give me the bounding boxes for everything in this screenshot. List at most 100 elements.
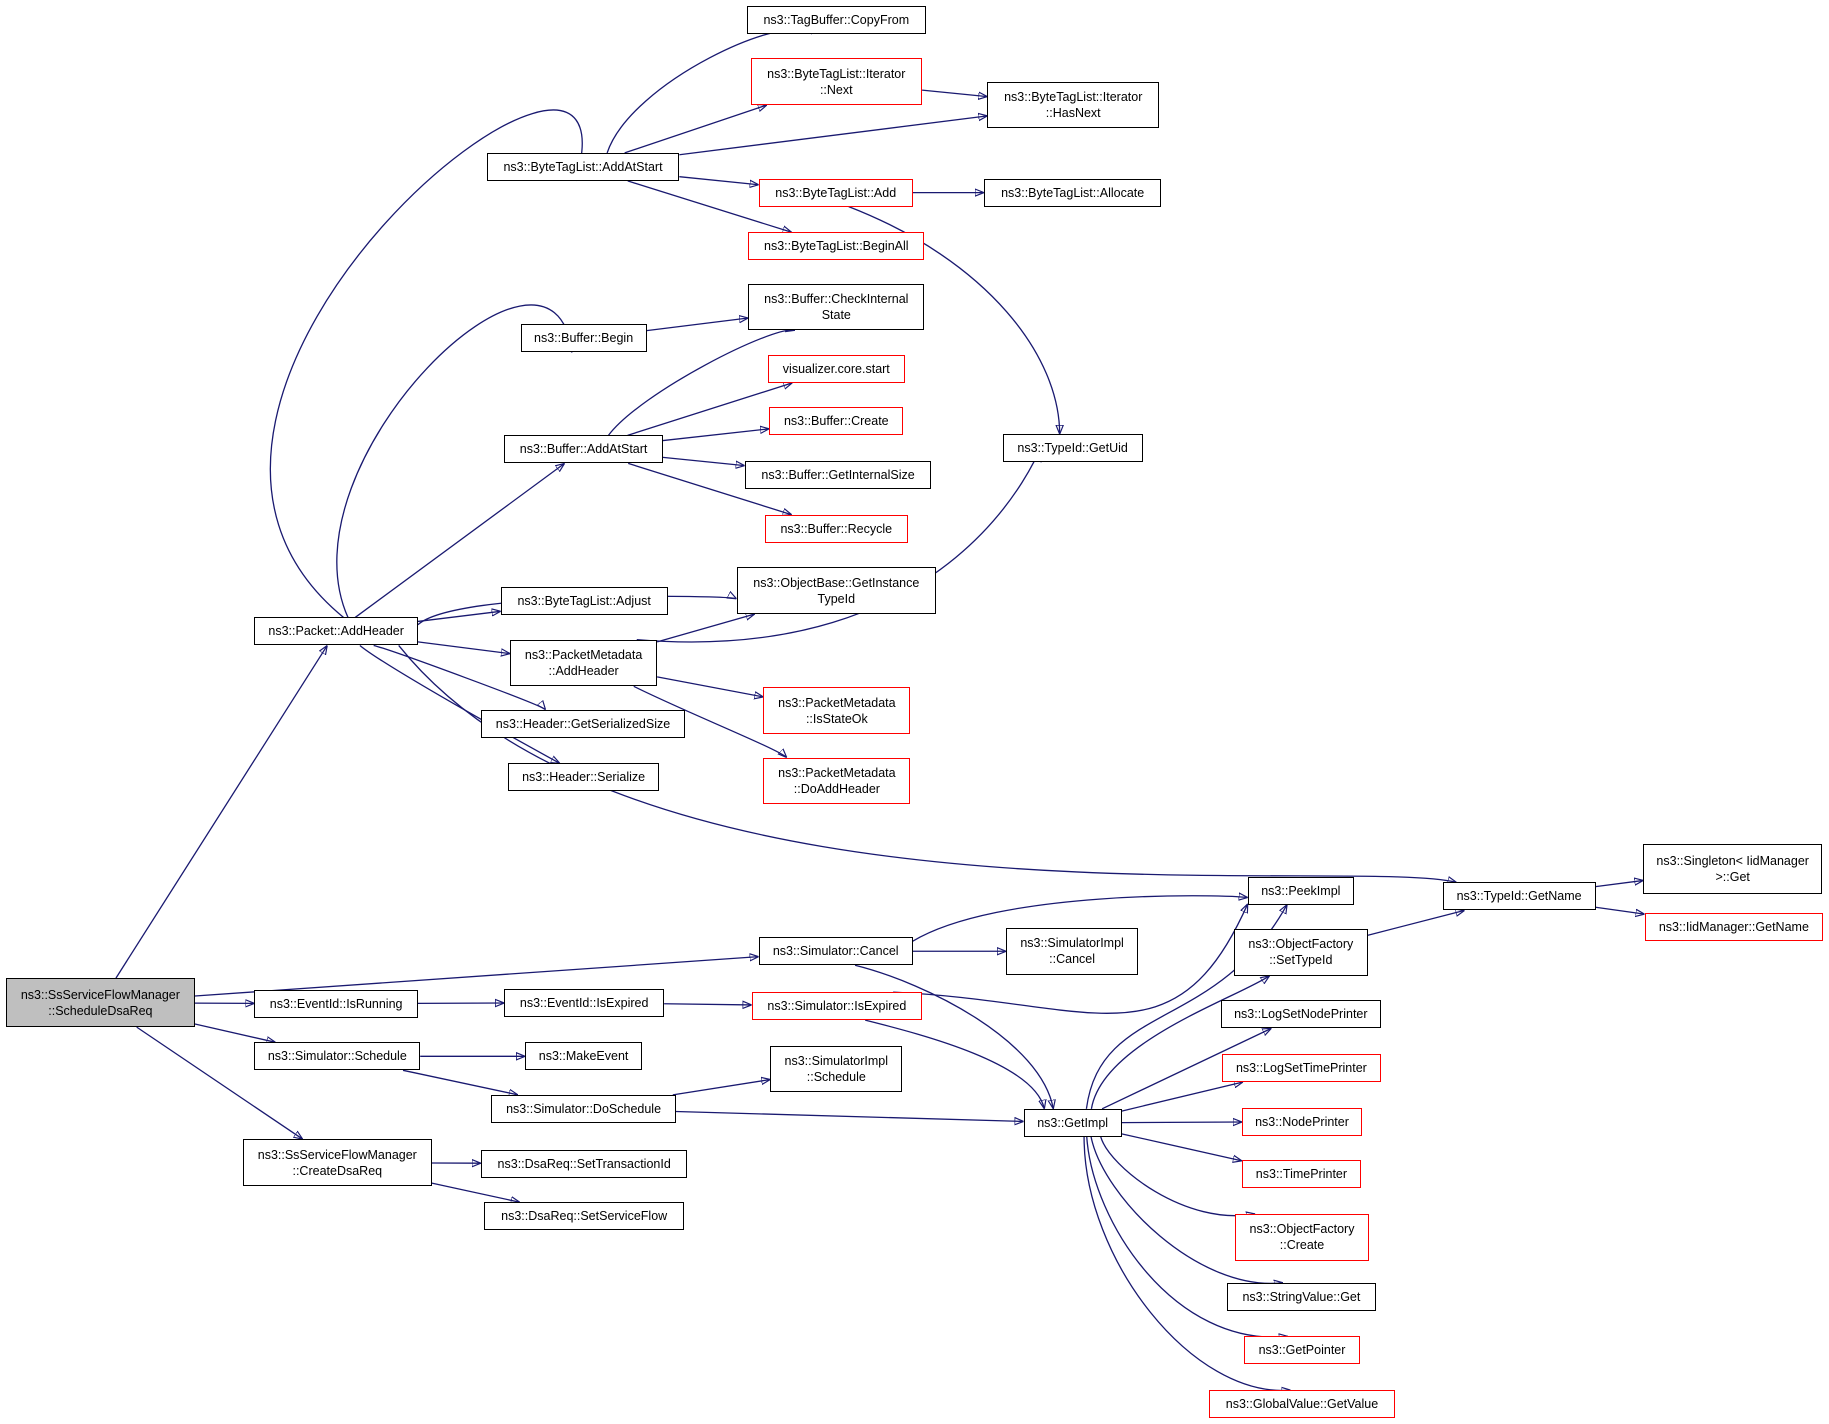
node-label-line: ns3::LogSetNodePrinter [1234,1007,1368,1022]
node-peekimpl[interactable]: ns3::PeekImpl [1247,876,1354,905]
node-label-line: ns3::Buffer::AddAtStart [519,442,648,457]
node-label-line: ns3::EventId::IsExpired [519,995,649,1010]
node-buf-addatstart[interactable]: ns3::Buffer::AddAtStart [504,435,663,464]
call-edge [115,645,327,979]
node-label-line: ns3::Simulator::Cancel [772,944,899,959]
node-timeprinter[interactable]: ns3::TimePrinter [1241,1160,1361,1189]
node-buf-recycle[interactable]: ns3::Buffer::Recycle [764,514,909,543]
node-hdr-getsize[interactable]: ns3::Header::GetSerializedSize [480,709,686,738]
call-edge [1595,906,1645,914]
node-btl-allocate[interactable]: ns3::ByteTagList::Allocate [983,178,1162,207]
node-label-line: ns3::Buffer::Create [783,414,889,429]
node-label-line: ns3::NodePrinter [1255,1114,1349,1129]
node-label-line: ns3::ByteTagList::Adjust [517,594,651,609]
node-label-line: ns3::PacketMetadata [778,765,896,780]
node-label-line: ns3::ByteTagList::Add [775,185,897,200]
node-ssfm-createdsareq[interactable]: ns3::SsServiceFlowManager::CreateDsaReq [242,1139,432,1186]
node-label-line: ::Next [819,82,853,97]
call-edge [607,330,794,436]
node-makeevent[interactable]: ns3::MakeEvent [525,1042,642,1071]
node-label-line: ns3::EventId::IsRunning [269,996,403,1011]
node-iidmgr-getname[interactable]: ns3::IidManager::GetName [1644,912,1824,941]
node-btl-add[interactable]: ns3::ByteTagList::Add [758,178,913,207]
node-pm-doaddheader[interactable]: ns3::PacketMetadata::DoAddHeader [763,757,911,805]
node-sim-doschedule[interactable]: ns3::Simulator::DoSchedule [491,1094,676,1123]
node-logsettimeprinter[interactable]: ns3::LogSetTimePrinter [1222,1053,1381,1082]
node-objfactory-settypeid[interactable]: ns3::ObjectFactory::SetTypeId [1233,929,1368,976]
node-btl-adjust[interactable]: ns3::ByteTagList::Adjust [500,587,668,616]
call-edge [1121,1082,1243,1112]
node-typeid-getname[interactable]: ns3::TypeId::GetName [1442,882,1596,911]
node-btl-it-hasnext[interactable]: ns3::ByteTagList::Iterator::HasNext [987,81,1160,129]
node-label-line: ns3::ByteTagList::AddAtStart [503,159,663,174]
node-label-line: ns3::TypeId::GetName [1456,889,1582,904]
node-buf-create[interactable]: ns3::Buffer::Create [769,407,904,436]
node-label-line: TypeId [817,591,856,606]
node-pm-isstateok[interactable]: ns3::PacketMetadata::IsStateOk [763,687,911,735]
node-label-line: ns3::ByteTagList::Iterator [1004,90,1143,105]
node-objfactory-create[interactable]: ns3::ObjectFactory::Create [1234,1213,1370,1261]
node-sim-isexpired[interactable]: ns3::Simulator::IsExpired [751,992,923,1021]
node-eventid-isexpired[interactable]: ns3::EventId::IsExpired [504,988,665,1017]
node-btl-addatstart[interactable]: ns3::ByteTagList::AddAtStart [486,152,680,181]
call-edge [354,463,564,618]
node-label-line: ns3::TimePrinter [1255,1167,1348,1182]
node-label-line: ns3::GlobalValue::GetValue [1225,1397,1379,1412]
node-singleton-get[interactable]: ns3::Singleton< IidManager>::Get [1643,843,1822,895]
node-nodeprinter[interactable]: ns3::NodePrinter [1241,1107,1363,1136]
call-edge [627,383,793,436]
call-edge [646,318,749,332]
node-simimpl-cancel[interactable]: ns3::SimulatorImpl::Cancel [1006,927,1139,975]
call-edge [417,611,501,623]
node-label-line: ::CreateDsaReq [292,1163,383,1178]
node-hdr-serialize[interactable]: ns3::Header::Serialize [507,763,660,792]
node-label-line: ns3::Simulator::DoSchedule [506,1101,662,1116]
node-btl-it-next[interactable]: ns3::ByteTagList::Iterator::Next [750,58,923,106]
node-label-line: ns3::ByteTagList::BeginAll [764,239,909,254]
node-dsareq-setserviceflow[interactable]: ns3::DsaReq::SetServiceFlow [484,1202,684,1231]
call-edge [662,429,769,442]
call-edge [627,180,792,232]
node-eventid-isrunning[interactable]: ns3::EventId::IsRunning [254,989,418,1018]
node-sim-cancel[interactable]: ns3::Simulator::Cancel [758,937,913,966]
node-stringvalue-get[interactable]: ns3::StringValue::Get [1226,1282,1377,1311]
call-edge [912,896,1248,942]
node-label-line: ns3::Simulator::Schedule [267,1049,407,1064]
node-label-line: ns3::Header::Serialize [522,770,646,785]
node-viz-core-start[interactable]: visualizer.core.start [768,354,905,383]
node-label-line: ns3::Buffer::Begin [534,331,634,346]
node-label-line: ns3::StringValue::Get [1242,1289,1361,1304]
node-label-line: ::ScheduleDsaReq [48,1003,153,1018]
node-label-line: ns3::Header::GetSerializedSize [495,716,671,731]
node-label-line: ns3::PeekImpl [1261,883,1341,898]
node-typeid-getuid[interactable]: ns3::TypeId::GetUid [1002,434,1143,463]
call-edge [848,205,1060,435]
call-edge [136,1026,303,1139]
node-pkt-addheader[interactable]: ns3::Packet::AddHeader [254,617,418,646]
node-label-line: ns3::Buffer::CheckInternal [764,291,909,306]
node-label-line: ns3::ByteTagList::Iterator [767,66,906,81]
node-globalvalue-getvalue[interactable]: ns3::GlobalValue::GetValue [1209,1390,1395,1419]
node-label-line: State [821,307,851,322]
node-buf-getinternalsize[interactable]: ns3::Buffer::GetInternalSize [744,461,932,490]
node-btl-beginall[interactable]: ns3::ByteTagList::BeginAll [748,232,925,261]
node-logsetnodeprinter[interactable]: ns3::LogSetNodePrinter [1220,1000,1381,1029]
call-edge [657,676,763,697]
node-label-line: ::Create [1279,1238,1325,1253]
node-buf-begin[interactable]: ns3::Buffer::Begin [520,324,647,353]
node-getpointer[interactable]: ns3::GetPointer [1244,1336,1360,1365]
node-sim-schedule[interactable]: ns3::Simulator::Schedule [254,1042,421,1071]
node-tagbuf-copyfrom[interactable]: ns3::TagBuffer::CopyFrom [747,5,926,34]
call-edge [633,685,787,757]
node-pm-addheader[interactable]: ns3::PacketMetadata::AddHeader [510,639,658,687]
call-edge [336,304,572,618]
call-edge [679,176,758,185]
node-dsareq-settransactionid[interactable]: ns3::DsaReq::SetTransactionId [480,1149,688,1178]
node-label-line: ns3::PacketMetadata [778,695,896,710]
node-getimpl[interactable]: ns3::GetImpl [1023,1108,1122,1137]
node-label-line: ::SetTypeId [1269,953,1333,968]
node-simimpl-schedule[interactable]: ns3::SimulatorImpl::Schedule [770,1045,903,1093]
node-label-line: ::Cancel [1049,952,1095,967]
